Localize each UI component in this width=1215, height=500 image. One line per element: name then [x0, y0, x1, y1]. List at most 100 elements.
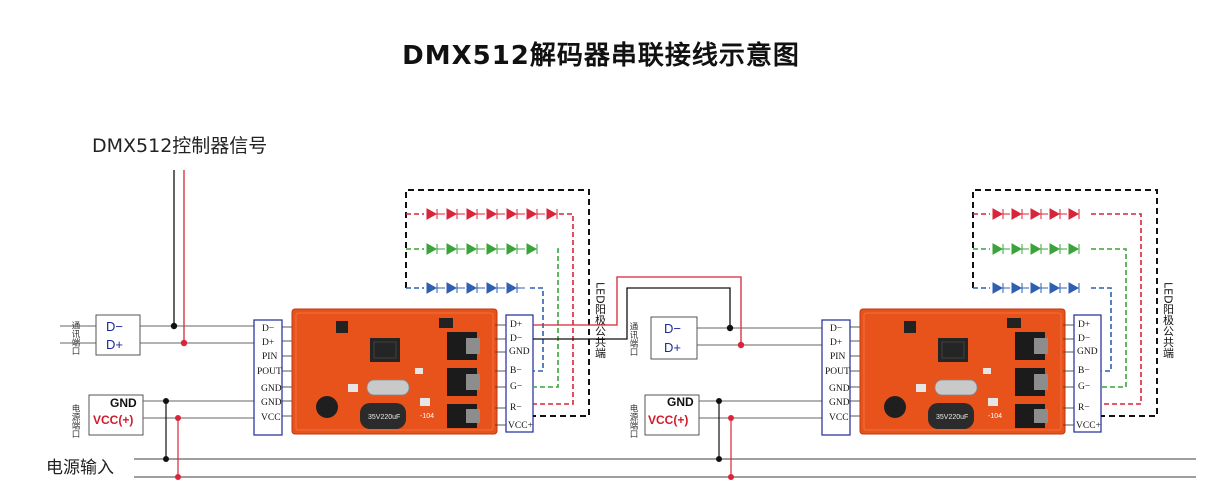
decoder-pcb: 35V220uF -104: [291, 308, 498, 435]
pin-label: GND: [509, 347, 530, 357]
electrolytic-capacitor: [360, 403, 406, 429]
controller-signal-label: DMX512控制器信号: [92, 135, 267, 157]
terminal-vcc-label: VCC(+): [93, 413, 133, 427]
blue-led-wire-right: [530, 287, 544, 372]
terminal-dminus-label: D−: [664, 321, 681, 336]
pin-label: B−: [1078, 366, 1090, 376]
mosfet-tab: [466, 409, 480, 423]
pin-label: VCC+: [1076, 421, 1101, 431]
pin-label: POUT: [257, 367, 282, 377]
junction-dot: [170, 322, 178, 330]
terminal-dplus-label: D+: [106, 337, 123, 352]
output-pin-block: [1073, 314, 1102, 433]
pcb-outline: [863, 312, 1062, 431]
terminal-gnd-label: GND: [110, 396, 137, 410]
power-bus: [134, 458, 1196, 478]
led-anode-wire: [972, 189, 1158, 417]
main-ic: [370, 338, 400, 362]
input-pin-block: [821, 319, 851, 436]
terminal-dminus-label: D−: [106, 319, 123, 334]
small-chip: [904, 321, 916, 333]
junction-dot: [728, 474, 734, 480]
red-led-wire-right: [533, 213, 574, 405]
pin-label: R−: [1078, 403, 1090, 413]
red-led-string: [992, 208, 1080, 220]
electrolytic-capacitor: [928, 403, 974, 429]
junction-dot: [163, 398, 169, 404]
led-anode-label: LED阳极公共端: [1162, 282, 1175, 359]
small-chip: [1007, 318, 1021, 328]
green-led-wire-right: [533, 248, 559, 388]
pin-label: D+: [262, 338, 274, 348]
red-led-wire-right: [1091, 213, 1142, 405]
output-pin-block: [505, 314, 534, 433]
junction-dot: [175, 415, 181, 421]
smd-part: [983, 368, 991, 374]
blue-led-string: [426, 282, 525, 294]
input-pin-labels: D− D+ PIN POUT GND GND VCC: [257, 324, 282, 423]
input-pin-labels: D− D+ PIN POUT GND GND VCC: [825, 324, 850, 423]
mosfet-tab: [1034, 338, 1048, 354]
red-led-string: [426, 208, 558, 220]
smd-part: [988, 398, 998, 406]
mosfet-tab: [1034, 374, 1048, 390]
junction-dot: [737, 341, 745, 349]
pin-label: D−: [830, 324, 842, 334]
pin-label: VCC: [829, 413, 849, 423]
pin-label: POUT: [825, 367, 850, 377]
pin-label: D−: [510, 334, 522, 344]
green-led-string: [426, 243, 538, 255]
terminal-gnd-label: GND: [667, 395, 694, 409]
capacitor-text: 35V220uF: [368, 414, 400, 421]
pcb-outline: [295, 312, 494, 431]
led-anode-label: LED阳极公共端: [594, 282, 607, 359]
pcb-board: [859, 308, 1066, 435]
decoder-pcb: 35V220uF -104: [859, 308, 1066, 435]
junction-dot: [175, 474, 181, 480]
pin-label: GND: [829, 384, 850, 394]
pcb-board: [291, 308, 498, 435]
signal-terminal: [95, 314, 141, 356]
junction-dot: [180, 339, 188, 347]
power-terminal: [644, 394, 700, 436]
blue-led-wire-right: [1091, 287, 1112, 372]
signal-port-label: 通讯端口: [628, 321, 638, 356]
crystal: [366, 379, 410, 396]
pcb-model-text: -104: [420, 413, 434, 420]
ic-marking: [941, 341, 965, 359]
green-led-string: [992, 243, 1080, 255]
pin-label: GND: [1077, 347, 1098, 357]
junction-dot: [726, 324, 734, 332]
signal-terminal: [650, 316, 698, 360]
output-leads: [495, 324, 506, 426]
ic-marking: [373, 341, 397, 359]
junction-dot: [716, 398, 722, 404]
blue-led-string: [992, 282, 1080, 294]
green-led-wire-right: [1091, 248, 1127, 388]
smd-part: [916, 384, 926, 392]
capacitor-text: 35V220uF: [936, 414, 968, 421]
power-terminal: [88, 394, 144, 436]
cascade-dplus-wire: [533, 276, 742, 345]
small-chip: [439, 318, 453, 328]
pin-label: GND: [261, 384, 282, 394]
power-port-label: 电源端口: [70, 403, 80, 438]
pin-label: G−: [510, 382, 522, 392]
mosfet-tab: [1034, 409, 1048, 423]
power-port-label: 电源端口: [628, 403, 638, 438]
pin-label: B−: [510, 366, 522, 376]
pin-label: D−: [262, 324, 274, 334]
cascade-dminus-wire: [533, 287, 731, 340]
pin-label: VCC: [261, 413, 281, 423]
terminal-dplus-label: D+: [664, 340, 681, 355]
pin-label: PIN: [830, 352, 845, 362]
junction-dot: [728, 415, 734, 421]
output-pin-labels: D+ D− GND B− G− R− VCC+: [1076, 320, 1101, 431]
pin-label: GND: [829, 398, 850, 408]
smd-part: [348, 384, 358, 392]
pin-label: D+: [830, 338, 842, 348]
input-pin-block: [253, 319, 283, 436]
cascade-signal-wires: [533, 276, 822, 349]
signal-port-label: 通讯端口: [70, 320, 80, 355]
